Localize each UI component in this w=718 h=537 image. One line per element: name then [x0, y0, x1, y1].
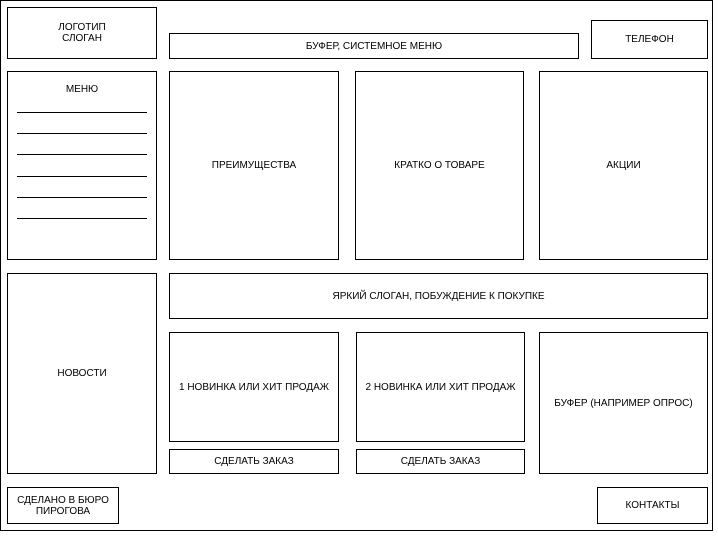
menu-title: МЕНЮ — [65, 84, 99, 95]
logo-slogan-block: ЛОГОТИП СЛОГАН — [7, 7, 157, 59]
news-block: НОВОСТИ — [7, 273, 157, 474]
promotions-block: АКЦИИ — [539, 71, 708, 260]
credits-block: СДЕЛАНО В БЮРО ПИРОГОВА — [7, 487, 119, 524]
advantages-block: ПРЕИМУЩЕСТВА — [169, 71, 339, 260]
product-brief-text: КРАТКО О ТОВАРЕ — [394, 160, 485, 171]
credits-text: СДЕЛАНО В БЮРО ПИРОГОВА — [17, 494, 109, 517]
order-button-2-label: СДЕЛАТЬ ЗАКАЗ — [400, 456, 481, 467]
menu-item-line — [17, 197, 147, 198]
menu-item-line — [17, 218, 147, 219]
slogan-banner: ЯРКИЙ СЛОГАН, ПОБУЖДЕНИЕ К ПОКУПКЕ — [169, 273, 708, 319]
product-2-block: 2 НОВИНКА ИЛИ ХИТ ПРОДАЖ — [356, 332, 525, 442]
phone-text: ТЕЛЕФОН — [625, 34, 674, 45]
product-brief-block: КРАТКО О ТОВАРЕ — [355, 71, 524, 260]
contacts-text: КОНТАКТЫ — [625, 500, 680, 511]
poll-buffer-text: БУФЕР (НАПРИМЕР ОПРОС) — [554, 397, 693, 409]
logo-slogan-text: ЛОГОТИП СЛОГАН — [58, 22, 106, 44]
product-1-text: 1 НОВИНКА ИЛИ ХИТ ПРОДАЖ — [178, 381, 330, 393]
menu-item-line — [17, 133, 147, 134]
menu-item-line — [17, 154, 147, 155]
contacts-block[interactable]: КОНТАКТЫ — [597, 487, 708, 524]
advantages-text: ПРЕИМУЩЕСТВА — [211, 160, 297, 171]
phone-block: ТЕЛЕФОН — [591, 20, 708, 59]
order-button-2[interactable]: СДЕЛАТЬ ЗАКАЗ — [356, 449, 525, 474]
promotions-text: АКЦИИ — [606, 160, 641, 171]
product-2-text: 2 НОВИНКА ИЛИ ХИТ ПРОДАЖ — [365, 381, 516, 393]
poll-buffer-block: БУФЕР (НАПРИМЕР ОПРОС) — [539, 332, 708, 474]
system-menu-buffer: БУФЕР, СИСТЕМНОЕ МЕНЮ — [169, 33, 579, 59]
system-menu-text: БУФЕР, СИСТЕМНОЕ МЕНЮ — [305, 40, 443, 52]
order-button-1-label: СДЕЛАТЬ ЗАКАЗ — [214, 456, 294, 467]
product-1-block: 1 НОВИНКА ИЛИ ХИТ ПРОДАЖ — [169, 332, 339, 442]
order-button-1[interactable]: СДЕЛАТЬ ЗАКАЗ — [169, 449, 339, 474]
menu-item-line — [17, 176, 147, 177]
menu-item-line — [17, 112, 147, 113]
news-text: НОВОСТИ — [57, 368, 107, 379]
menu-block: МЕНЮ — [7, 71, 157, 260]
slogan-text: ЯРКИЙ СЛОГАН, ПОБУЖДЕНИЕ К ПОКУПКЕ — [332, 290, 545, 302]
